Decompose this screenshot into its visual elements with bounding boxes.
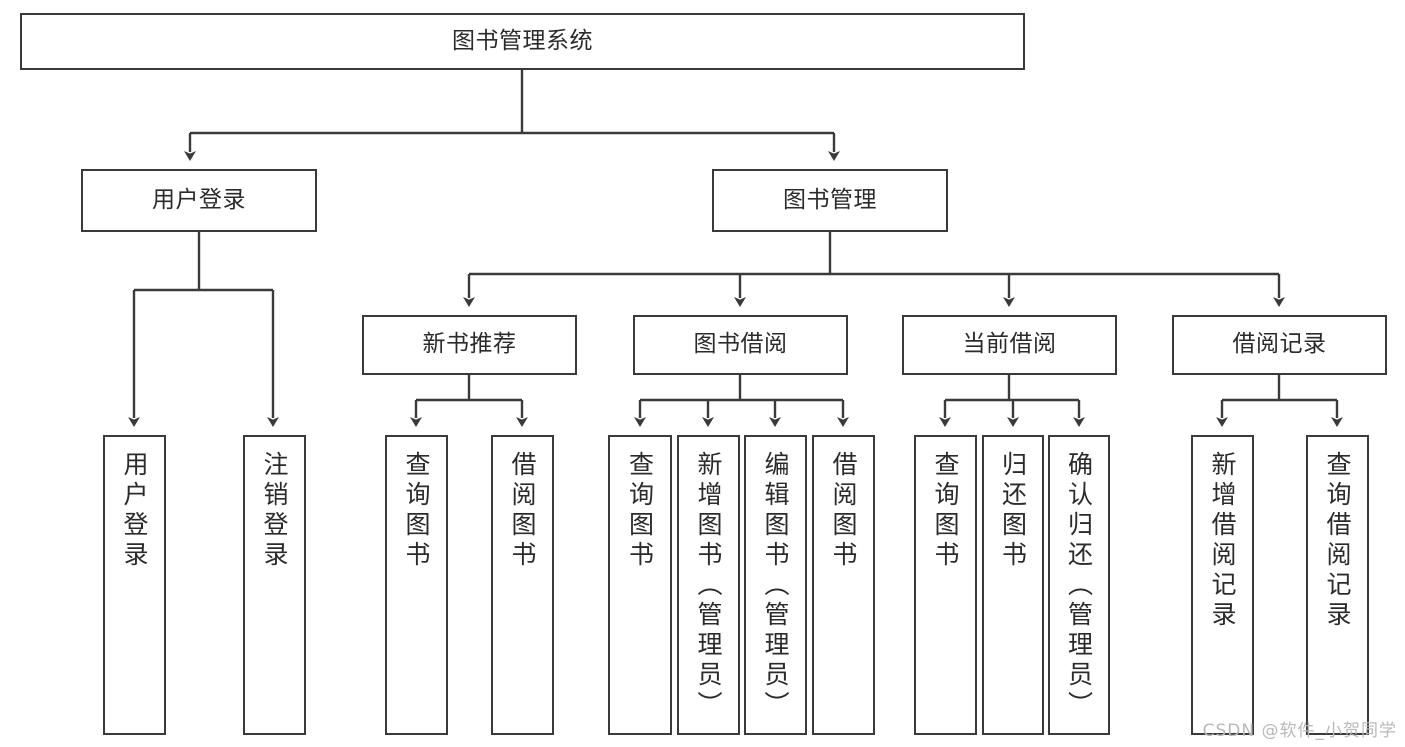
node-label: 查询借阅记录 [1323,451,1352,631]
leaf-new-book-borrow[interactable]: 借阅图书 [491,435,554,735]
node-label: 归还图书 [998,451,1028,571]
node-label: 确认归还（管理员） [1064,451,1094,721]
node-label: 借阅图书 [508,451,537,571]
node-label: 编辑图书（管理员） [761,451,790,721]
leaf-record-add-record[interactable]: 新增借阅记录 [1191,435,1254,735]
node-borrow-record[interactable]: 借阅记录 [1172,315,1387,375]
node-label: 查询图书 [402,451,431,571]
leaf-borrow-add-book-admin[interactable]: 新增图书（管理员） [677,435,740,735]
leaf-record-query-record[interactable]: 查询借阅记录 [1306,435,1369,735]
node-label: 图书管理 [783,186,877,213]
node-label: 新增借阅记录 [1208,451,1237,631]
node-label: 新增图书（管理员） [694,451,723,721]
watermark-text: CSDN @软件_小贺同学 [1202,721,1397,741]
leaf-user-login-login[interactable]: 用户登录 [103,435,166,735]
node-label: 注销登录 [260,451,289,571]
leaf-borrow-borrow-book[interactable]: 借阅图书 [812,435,875,735]
node-current-borrow[interactable]: 当前借阅 [902,315,1117,375]
node-label: 查询图书 [931,451,960,571]
node-book-management[interactable]: 图书管理 [712,169,948,232]
node-user-login[interactable]: 用户登录 [81,169,317,232]
node-label: 新书推荐 [422,331,517,358]
node-label: 借阅图书 [829,451,858,571]
leaf-current-return-book[interactable]: 归还图书 [982,435,1044,735]
leaf-borrow-edit-book-admin[interactable]: 编辑图书（管理员） [744,435,807,735]
node-label: 用户登录 [152,186,246,213]
leaf-current-confirm-return-admin[interactable]: 确认归还（管理员） [1048,435,1110,735]
node-root-system[interactable]: 图书管理系统 [20,13,1025,70]
leaf-borrow-query-book[interactable]: 查询图书 [608,435,672,735]
node-label: 查询图书 [625,451,655,571]
node-label: 当前借阅 [962,331,1057,358]
leaf-user-login-logout[interactable]: 注销登录 [243,435,306,735]
node-label: 用户登录 [120,451,149,571]
node-new-book-recommend[interactable]: 新书推荐 [362,315,577,375]
leaf-current-query-book[interactable]: 查询图书 [914,435,977,735]
node-label: 图书借阅 [693,331,788,358]
node-book-borrow[interactable]: 图书借阅 [633,315,848,375]
node-label: 借阅记录 [1232,331,1327,358]
leaf-new-book-query[interactable]: 查询图书 [385,435,448,735]
node-label: 图书管理系统 [452,27,593,54]
